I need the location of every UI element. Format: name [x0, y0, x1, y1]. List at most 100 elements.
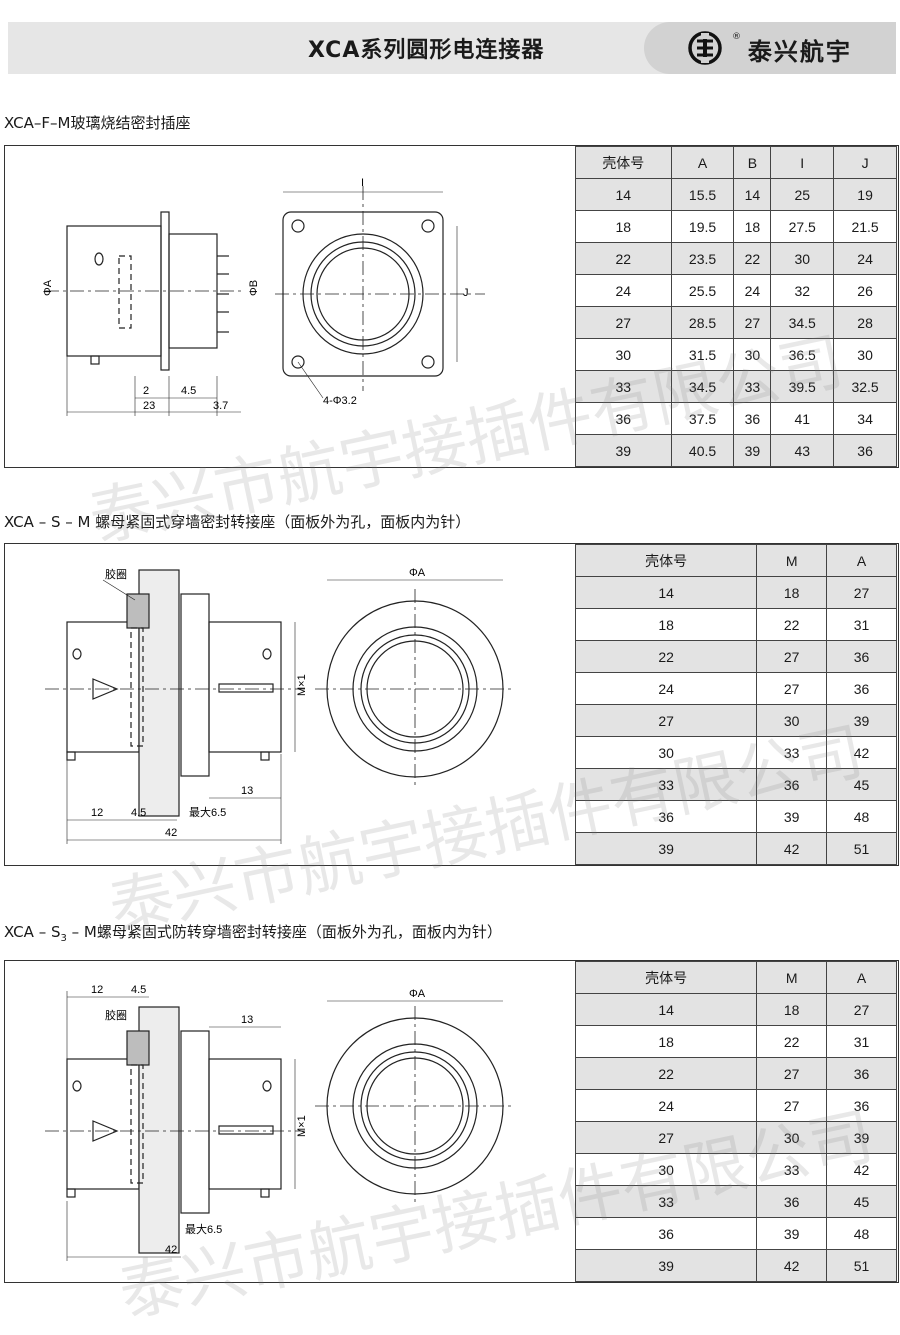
table-cell: 36	[833, 434, 897, 467]
table-cell: 33	[756, 1153, 828, 1186]
table-cell: 24	[833, 242, 897, 275]
brand-name: 泰兴航宇	[747, 38, 852, 66]
page-header: XCA系列圆形电连接器 ® 泰兴航宇	[8, 22, 896, 74]
table-cell: 33	[733, 370, 772, 403]
table-cell: 39	[574, 1249, 758, 1282]
dim-42: 42	[165, 1244, 177, 1256]
table-cell: 28	[833, 306, 897, 339]
table-cell: 19.5	[670, 210, 735, 243]
table-cell: 22	[574, 640, 758, 673]
dim-4-5: 4.5	[131, 807, 146, 819]
table-cell: 27	[574, 704, 758, 737]
table-cell: 39	[574, 832, 758, 865]
dim-phi-a: ΦA	[409, 567, 426, 579]
dim-m-x-1: M×1	[296, 1115, 308, 1137]
dim-3-7: 3.7	[213, 400, 228, 412]
table-cell: 14	[733, 178, 772, 211]
table-cell: 22	[756, 608, 828, 641]
table-header-cell: A	[826, 961, 897, 994]
table-cell: 24	[733, 274, 772, 307]
table-cell: 27	[826, 993, 897, 1026]
table-cell: 34.5	[770, 306, 835, 339]
table-cell: 36.5	[770, 338, 835, 371]
table-cell: 42	[756, 832, 828, 865]
dim-j: J	[463, 287, 469, 299]
table-cell: 18	[574, 1025, 758, 1058]
section-2-title: XCA – S – M 螺母紧固式穿墙密封转接座（面板外为孔，面板内为针）	[4, 513, 471, 531]
section-2-drawing: 胶圈 ΦA M×1 13 12 4.5 最大6.5 42	[45, 567, 515, 844]
table-header-cell: A	[670, 146, 735, 179]
table-cell: 39	[575, 434, 672, 467]
table-cell: 24	[574, 672, 758, 705]
table-cell: 42	[826, 736, 897, 769]
table-cell: 27	[756, 1057, 828, 1090]
dim-phi-a: ΦA	[409, 988, 426, 1000]
table-cell: 18	[575, 210, 672, 243]
table-cell: 27	[575, 306, 672, 339]
brand-logo: ® 泰兴航宇	[644, 22, 896, 74]
table-cell: 32.5	[833, 370, 897, 403]
brand-registered-mark: ®	[732, 32, 748, 42]
table-cell: 48	[826, 1217, 897, 1250]
table-cell: 30	[733, 338, 772, 371]
table-cell: 31	[826, 1025, 897, 1058]
table-cell: 39.5	[770, 370, 835, 403]
table-cell: 32	[770, 274, 835, 307]
section-1-title: XCA–F–M玻璃烧结密封插座	[4, 114, 191, 132]
table-cell: 30	[574, 1153, 758, 1186]
table-cell: 36	[574, 1217, 758, 1250]
table-cell: 23.5	[670, 242, 735, 275]
table-header-cell: J	[833, 146, 897, 179]
table-cell: 42	[756, 1249, 828, 1282]
table-cell: 27	[756, 1089, 828, 1122]
table-cell: 21.5	[833, 210, 897, 243]
table-cell: 27	[574, 1121, 758, 1154]
table-cell: 26	[833, 274, 897, 307]
table-header-cell: M	[756, 544, 828, 577]
table-cell: 25	[770, 178, 835, 211]
table-header-cell: 壳体号	[574, 544, 758, 577]
dim-12: 12	[91, 984, 103, 996]
table-cell: 24	[575, 274, 672, 307]
table-cell: 45	[826, 1185, 897, 1218]
table-cell: 27	[756, 672, 828, 705]
table-cell: 18	[756, 576, 828, 609]
table-cell: 31	[826, 608, 897, 641]
table-cell: 34	[833, 402, 897, 435]
table-cell: 30	[833, 338, 897, 371]
section-3-title: XCA – S3 – M螺母紧固式防转穿墙密封转接座（面板外为孔，面板内为针）	[4, 923, 502, 944]
table-cell: 39	[756, 1217, 828, 1250]
table-cell: 30	[575, 338, 672, 371]
dim-23: 23	[143, 400, 155, 412]
table-cell: 36	[826, 1089, 897, 1122]
table-cell: 36	[574, 800, 758, 833]
table-cell: 40.5	[670, 434, 735, 467]
table-cell: 34.5	[670, 370, 735, 403]
dim-max-6-5: 最大6.5	[185, 1222, 222, 1236]
table-cell: 42	[826, 1153, 897, 1186]
table-cell: 45	[826, 768, 897, 801]
table-cell: 30	[574, 736, 758, 769]
table-cell: 22	[574, 1057, 758, 1090]
table-cell: 19	[833, 178, 897, 211]
